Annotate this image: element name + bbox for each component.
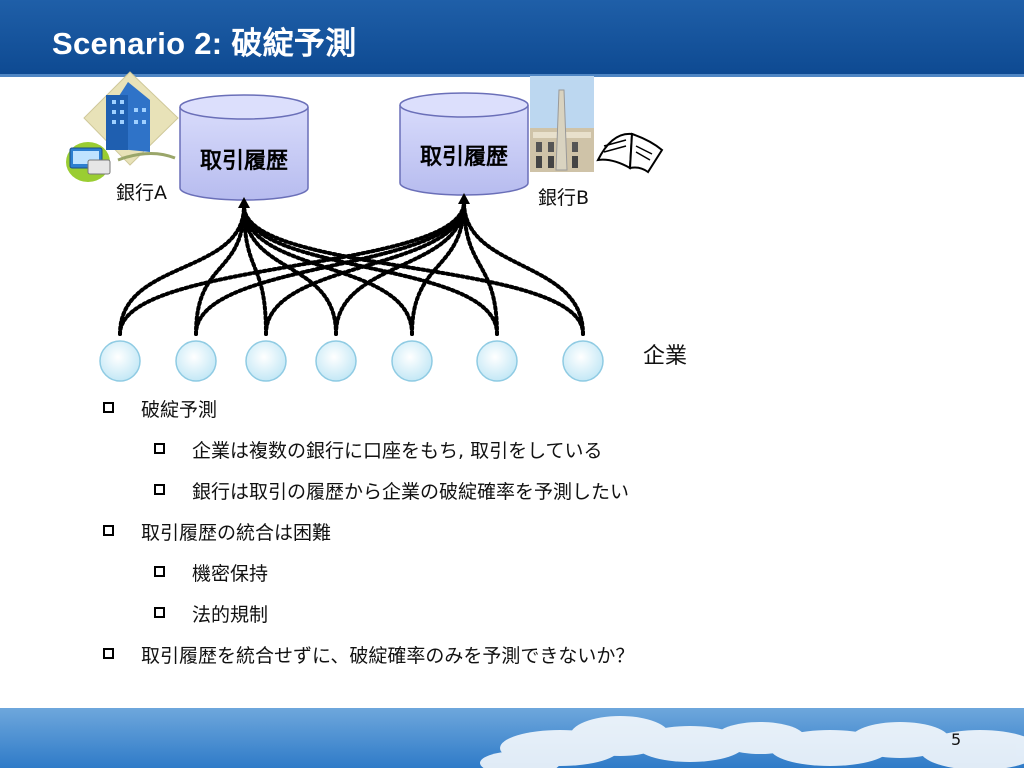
title-bar: Scenario 2: 破綻予測: [0, 0, 1024, 77]
link-line: [242, 204, 268, 336]
page-number: 5: [951, 730, 962, 749]
bullet-item: 破綻予測: [141, 399, 218, 421]
link-line: [242, 204, 338, 336]
slide-title: Scenario 2: 破綻予測: [52, 26, 357, 61]
company-node: [175, 340, 217, 382]
company-nodes: [99, 340, 604, 382]
bullet-item: 企業は複数の銀行に口座をもち, 取引をしている: [192, 440, 603, 462]
bullet-item: 取引履歴を統合せずに、破綻確率のみを予測できないか？: [141, 645, 635, 667]
company-node: [391, 340, 433, 382]
connection-lines: [118, 200, 585, 336]
bullet-square-icon: [103, 648, 114, 659]
company-node: [476, 340, 518, 382]
bullet-square-icon: [154, 607, 165, 618]
bullet-item: 法的規制: [192, 604, 269, 626]
bullet-square-icon: [154, 443, 165, 454]
university-building-icon: [530, 76, 594, 172]
sky-footer-banner: [0, 708, 1024, 768]
arrow-head-right: [458, 193, 470, 204]
bullet-square-icon: [154, 566, 165, 577]
link-line: [462, 200, 499, 336]
link-line: [462, 200, 585, 336]
computer-icon: [66, 142, 111, 182]
bullet-item: 機密保持: [192, 563, 269, 585]
companies-label: 企業: [643, 344, 688, 369]
bullet-square-icon: [103, 525, 114, 536]
bank-a-label: 銀行A: [116, 182, 167, 204]
link-line: [410, 200, 466, 336]
database-left-label: 取引履歴: [200, 149, 288, 174]
link-line: [118, 204, 246, 336]
database-left: [179, 94, 309, 201]
company-node: [245, 340, 287, 382]
bank-building-icon: [83, 71, 179, 166]
company-node: [562, 340, 604, 382]
bullet-square-icon: [103, 402, 114, 413]
bullet-item: 取引履歴の統合は困難: [141, 522, 332, 544]
arrow-head-left: [238, 197, 250, 208]
diagram: 取引履歴 取引履歴: [66, 71, 664, 382]
database-right-label: 取引履歴: [420, 145, 508, 170]
link-line: [194, 204, 246, 336]
link-line: [194, 200, 466, 336]
database-right: [399, 92, 529, 196]
bullet-item: 銀行は取引の履歴から企業の破綻確率を予測したい: [192, 481, 630, 503]
link-line: [242, 204, 585, 336]
open-book-icon: [596, 132, 664, 174]
link-line: [242, 204, 499, 336]
link-line: [118, 200, 466, 336]
bank-b-label: 銀行B: [538, 187, 590, 209]
company-node: [99, 340, 141, 382]
bullet-square-icon: [154, 484, 165, 495]
link-line: [242, 204, 414, 336]
company-node: [315, 340, 357, 382]
